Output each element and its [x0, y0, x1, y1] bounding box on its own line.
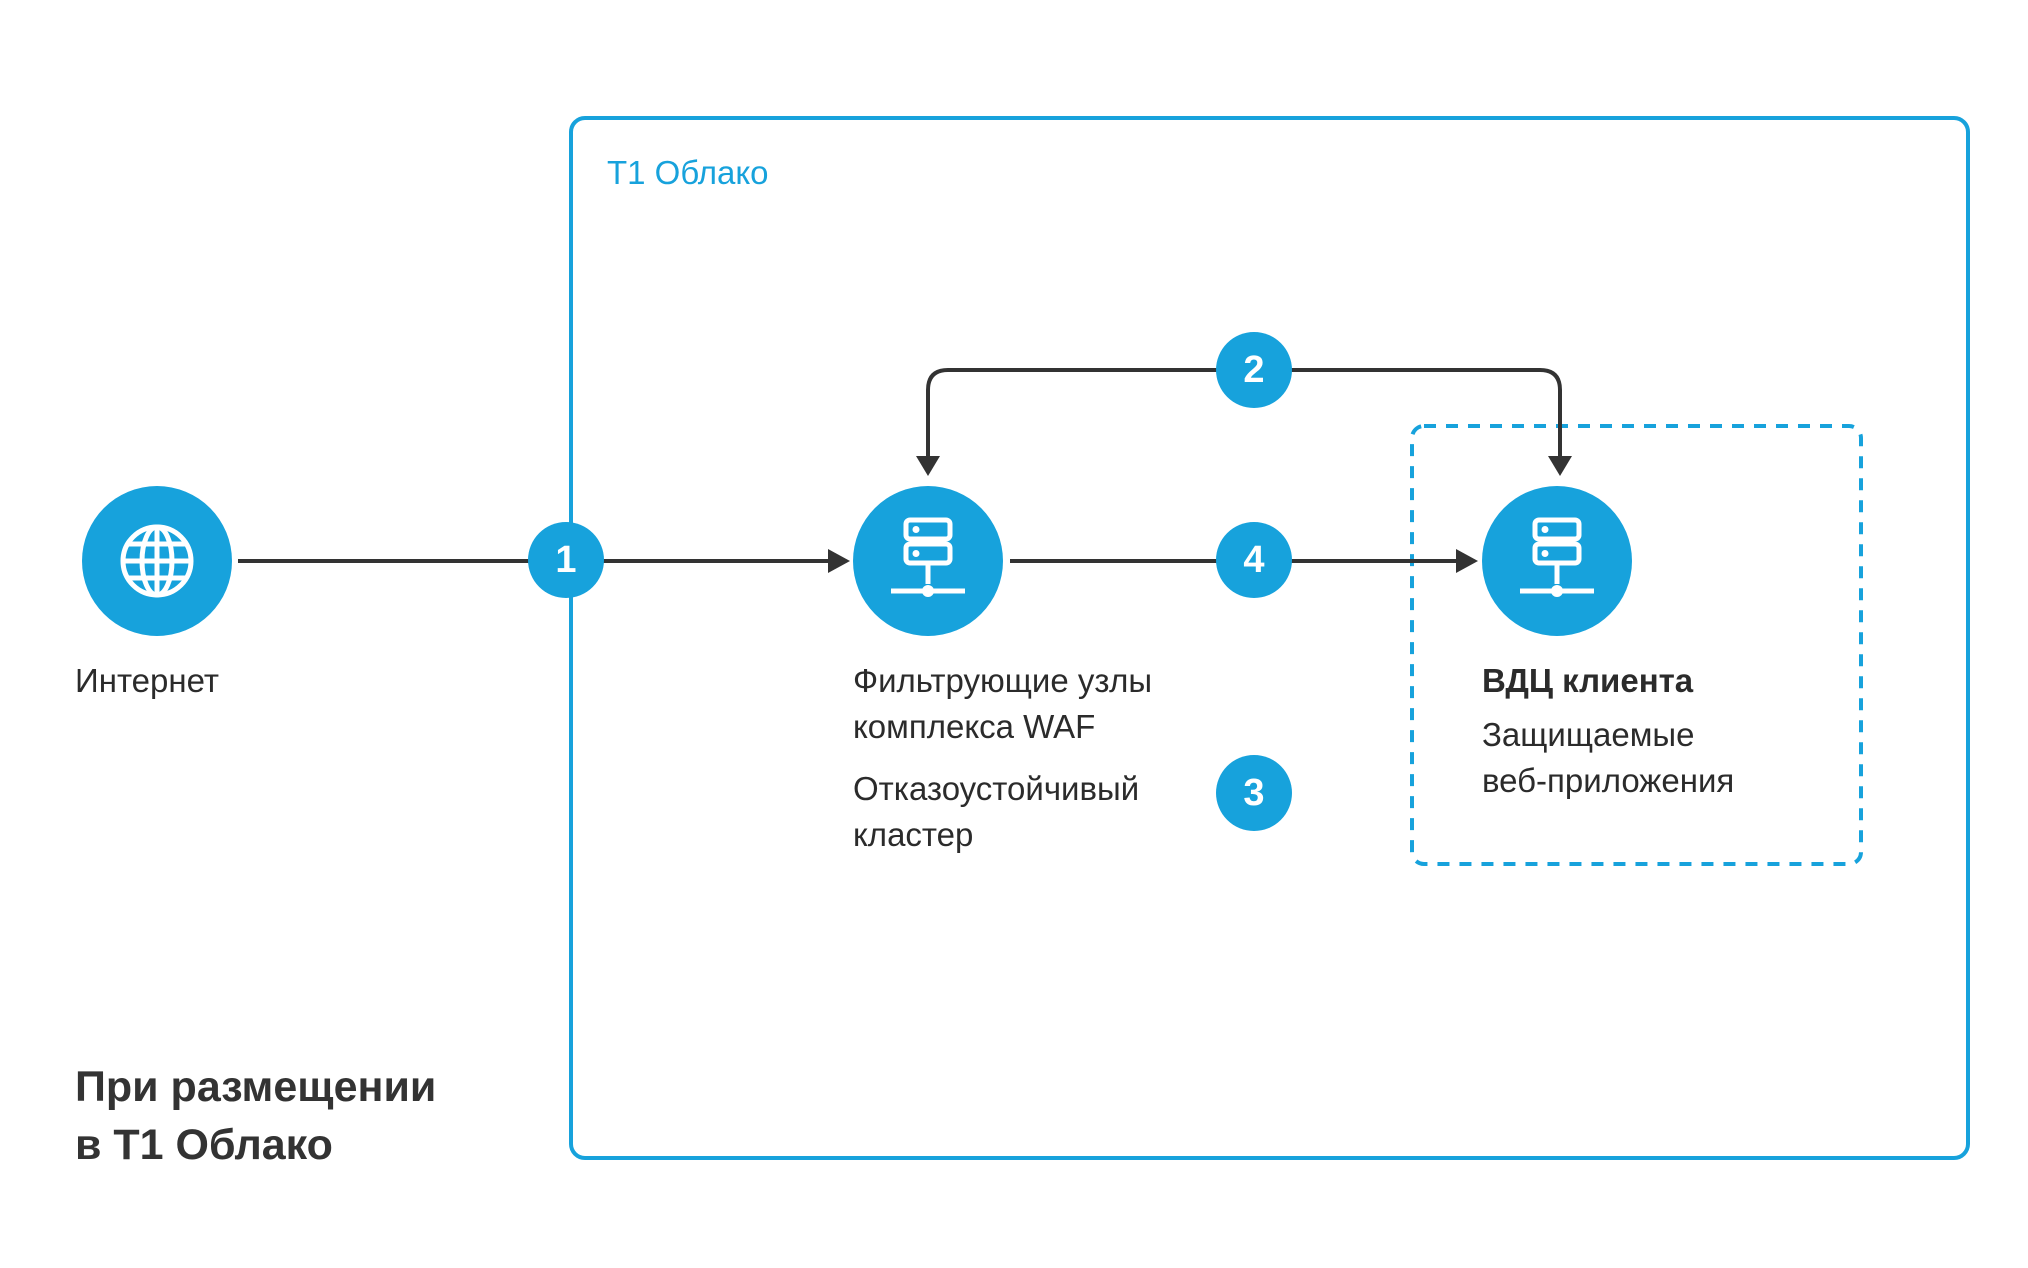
client-node[interactable]: [1482, 486, 1632, 636]
client-title: ВДЦ клиента: [1482, 662, 1694, 699]
step-badge-2: 2: [1216, 332, 1292, 408]
globe-icon: [120, 524, 194, 598]
client-label-line1: Защищаемые: [1482, 716, 1695, 753]
step-badge-4: 4: [1216, 522, 1292, 598]
server-icon: [891, 517, 965, 597]
waf-node[interactable]: [853, 486, 1003, 636]
client-vdc-boundary: [1410, 424, 1863, 866]
arrowhead-waf: [828, 549, 850, 573]
waf-label-line2: комплекса WAF: [853, 708, 1096, 745]
internet-node[interactable]: [82, 486, 232, 636]
cloud-label: Т1 Облако: [607, 154, 769, 191]
waf-label-line3: Отказоустойчивый: [853, 770, 1140, 807]
server-icon: [1520, 517, 1594, 597]
caption-line1: При размещении: [75, 1063, 437, 1111]
step-badge-3: 3: [1216, 755, 1292, 831]
arrowhead-loop-waf: [916, 456, 940, 476]
arrowhead-loop-client: [1548, 456, 1572, 476]
cloud-boundary: [569, 116, 1970, 1160]
step-badge-1: 1: [528, 522, 604, 598]
caption-line2: в Т1 Облако: [75, 1121, 333, 1170]
waf-label-line1: Фильтрующие узлы: [853, 662, 1153, 699]
caption: При размещении в Т1 Облако: [75, 1058, 436, 1174]
internet-label: Интернет: [75, 662, 219, 699]
client-label-line2: веб-приложения: [1482, 762, 1735, 799]
waf-label-line4: кластер: [853, 816, 974, 853]
arrowhead-client: [1456, 549, 1478, 573]
